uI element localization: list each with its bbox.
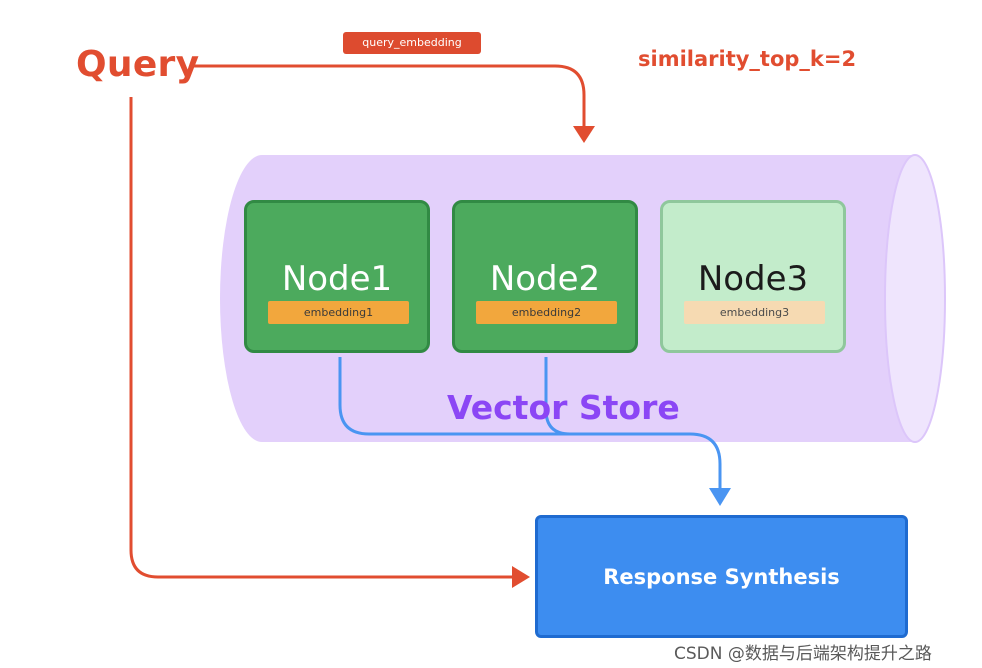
vector-store-label: Vector Store [447, 388, 680, 427]
node2-to-synthesis-line [544, 357, 571, 436]
cylinder-end-cap [884, 154, 946, 443]
query-to-store-line [190, 64, 586, 128]
watermark-text: CSDN @数据与后端架构提升之路 [674, 644, 932, 664]
nodes-to-synthesis-arrowhead [709, 488, 731, 506]
query-to-synthesis-line [129, 97, 514, 579]
query-to-synthesis-arrowhead [512, 566, 530, 588]
embedding-tag: embedding1 [268, 301, 409, 324]
node-title: Node2 [489, 259, 601, 299]
response-synthesis-label: Response Synthesis [603, 565, 840, 589]
embedding-tag: embedding3 [684, 301, 825, 324]
node1-to-synthesis-line [338, 357, 722, 490]
node-title: Node3 [697, 259, 809, 299]
embedding-tag: embedding2 [476, 301, 617, 324]
query-to-store-arrowhead [573, 126, 595, 143]
node-2-card: Node2 embedding2 [452, 200, 638, 353]
node-3-card: Node3 embedding3 [660, 200, 846, 353]
query-label: Query [76, 44, 200, 85]
node-1-card: Node1 embedding1 [244, 200, 430, 353]
node-title: Node1 [281, 259, 393, 299]
similarity-top-k-label: similarity_top_k=2 [638, 47, 857, 71]
query-embedding-tag: query_embedding [343, 32, 481, 54]
response-synthesis-box: Response Synthesis [535, 515, 908, 638]
